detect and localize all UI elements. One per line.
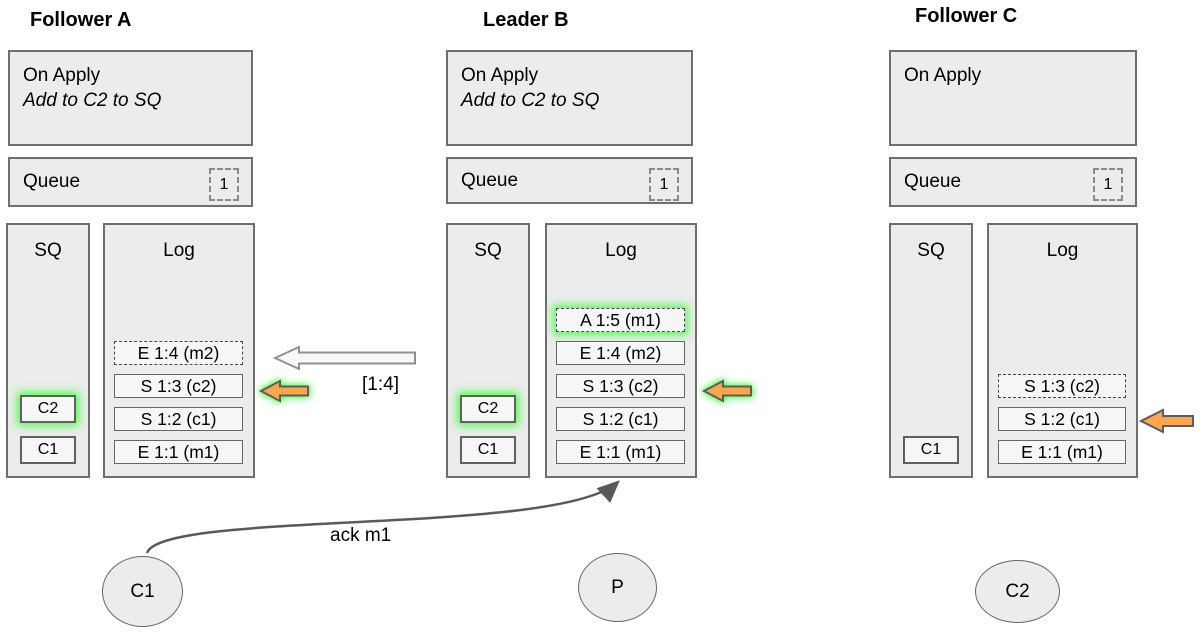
apply-arrow-c-icon (1138, 408, 1194, 434)
log-entry: E 1:1 (m1) (556, 440, 685, 464)
log-entry: A 1:5 (m1) (556, 308, 685, 332)
client-c1-ellipse: C1 (102, 556, 183, 627)
log-entry: E 1:4 (m2) (556, 341, 685, 365)
on-apply-box: On Apply Add to C2 to SQ (8, 50, 253, 146)
sq-item-c2: C2 (460, 395, 516, 423)
log-entry: E 1:4 (m2) (114, 341, 243, 365)
node-title: Leader B (483, 9, 569, 31)
ack-connector-icon (145, 480, 620, 554)
log-box: Log S 1:3 (c2) S 1:2 (c1) E 1:1 (m1) (987, 223, 1138, 478)
sq-box: SQ C1 (889, 223, 973, 478)
client-c2-ellipse: C2 (975, 560, 1060, 623)
on-apply-box: On Apply Add to C2 to SQ (446, 50, 693, 146)
on-apply-action: Add to C2 to SQ (23, 90, 162, 111)
log-entry: S 1:2 (c1) (556, 407, 685, 431)
on-apply-label: On Apply (904, 65, 982, 86)
sq-item-c1: C1 (460, 436, 516, 464)
on-apply-label: On Apply (23, 65, 101, 86)
queue-label: Queue (904, 171, 962, 192)
sq-label: SQ (917, 240, 945, 261)
apply-arrow-b-icon (701, 379, 752, 403)
sq-item-c1: C1 (20, 436, 76, 464)
on-apply-label: On Apply (461, 65, 539, 86)
queue-count-badge: 1 (209, 168, 239, 201)
sq-items: C1 (891, 436, 971, 464)
queue-box: Queue 1 (889, 157, 1137, 207)
queue-box: Queue 1 (446, 157, 693, 204)
log-entry: E 1:1 (m1) (114, 440, 243, 464)
queue-label: Queue (23, 171, 81, 192)
queue-count-badge: 1 (649, 168, 679, 201)
log-box: Log E 1:4 (m2) S 1:3 (c2) S 1:2 (c1) E 1:1 … (103, 223, 255, 478)
log-label: Log (1046, 240, 1079, 261)
sq-label: SQ (34, 240, 62, 261)
log-entries: S 1:3 (c2) S 1:2 (c1) E 1:1 (m1) (998, 374, 1126, 464)
log-label: Log (605, 240, 637, 261)
node-follower-c: Follower C On Apply Queue 1 SQ C1 Log S … (889, 0, 1138, 492)
replicate-range-label: [1:4] (362, 374, 399, 395)
ack-label: ack m1 (330, 525, 392, 546)
log-entries: E 1:4 (m2) S 1:3 (c2) S 1:2 (c1) E 1:1 (m1) (114, 341, 243, 464)
queue-box: Queue 1 (8, 157, 253, 207)
log-box: Log A 1:5 (m1) E 1:4 (m2) S 1:3 (c2) S 1:2 … (545, 223, 697, 478)
apply-arrow-a-icon (258, 379, 309, 403)
log-entries: A 1:5 (m1) E 1:4 (m2) S 1:3 (c2) S 1:2 (c1)… (556, 308, 685, 464)
sq-label: SQ (474, 240, 502, 261)
on-apply-action: Add to C2 to SQ (461, 90, 600, 111)
log-entry: S 1:2 (c1) (114, 407, 243, 431)
replicate-arrow-icon (272, 345, 416, 371)
queue-label: Queue (461, 169, 519, 191)
sq-item-c1: C1 (903, 436, 959, 464)
sq-item-c2: C2 (20, 395, 76, 423)
log-entry: S 1:2 (c1) (998, 407, 1126, 431)
node-leader-b: Leader B On Apply Add to C2 to SQ Queue … (446, 0, 697, 492)
proposer-p-ellipse: P (578, 553, 657, 622)
node-title: Follower C (915, 5, 1018, 27)
log-entry: S 1:3 (c2) (998, 374, 1126, 398)
node-title: Follower A (30, 9, 132, 31)
node-follower-a: Follower A On Apply Add to C2 to SQ Queu… (6, 0, 255, 492)
on-apply-box: On Apply (889, 50, 1137, 146)
log-entry: E 1:1 (m1) (998, 440, 1126, 464)
queue-count-badge: 1 (1093, 168, 1123, 201)
log-label: Log (163, 240, 195, 261)
log-entry: S 1:3 (c2) (556, 374, 685, 398)
log-entry: S 1:3 (c2) (114, 374, 243, 398)
